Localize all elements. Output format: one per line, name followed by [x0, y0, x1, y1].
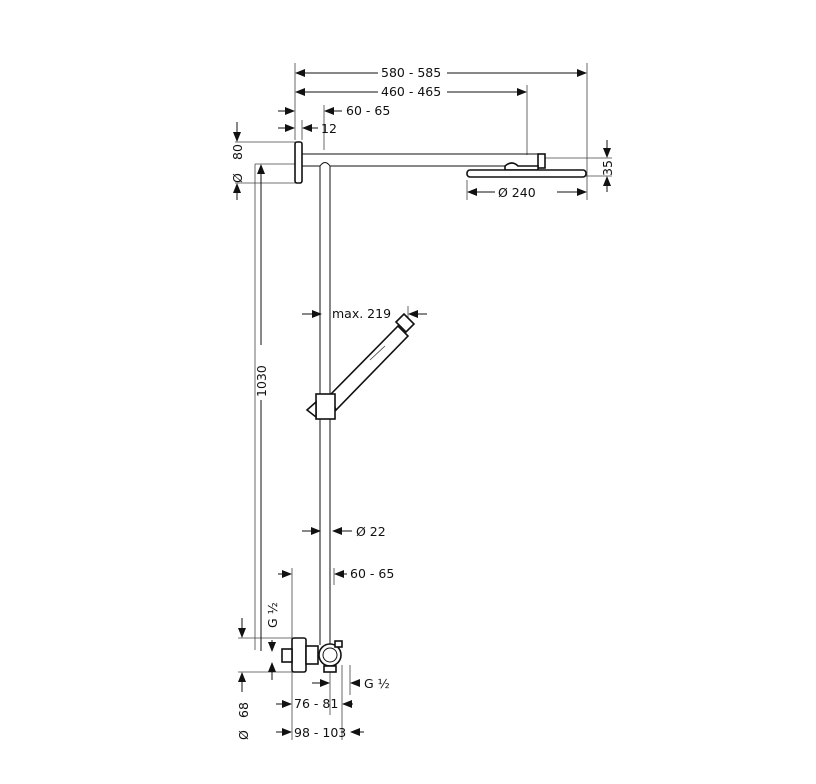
- dim-handshower-projection: max. 219: [332, 306, 391, 321]
- escutcheon: [291, 637, 307, 673]
- dim-mixer-depth: 98 - 103: [294, 725, 346, 740]
- dim-column-height: 1030: [254, 365, 269, 397]
- hand-shower: [329, 324, 410, 412]
- head-connector: [537, 153, 546, 169]
- shower-column: [281, 141, 587, 673]
- dim-wall-to-rail-top: 60 - 65: [346, 103, 390, 118]
- dim-overall-arm-length: 580 - 585: [381, 65, 441, 80]
- dimension-lines: [233, 69, 611, 736]
- diameter-symbol: Ø: [236, 730, 251, 740]
- dim-wall-to-rail-bottom: 60 - 65: [350, 566, 394, 581]
- dim-wall-plate-diameter: 80: [230, 144, 245, 160]
- dim-rail-diameter: Ø 22: [356, 524, 386, 539]
- wall-plate: [294, 141, 303, 184]
- dim-inlet-thread-left: G ½: [265, 602, 280, 628]
- dim-mixer-center: 76 - 81: [294, 696, 338, 711]
- diameter-symbol: Ø: [230, 173, 245, 183]
- dim-inlet-thread-right: G ½: [364, 676, 390, 691]
- dim-arm-to-head: 460 - 465: [381, 84, 441, 99]
- dim-head-diameter: Ø 240: [498, 185, 536, 200]
- dim-escutcheon-diameter: 68: [236, 702, 251, 718]
- dim-wall-plate-thickness: 12: [321, 121, 337, 136]
- dimension-labels: 580 - 585 460 - 465 60 - 65 12 80 Ø 1030…: [230, 65, 615, 740]
- slider: [315, 393, 336, 420]
- dim-head-height: 35: [600, 160, 615, 176]
- head-shower: [466, 169, 587, 178]
